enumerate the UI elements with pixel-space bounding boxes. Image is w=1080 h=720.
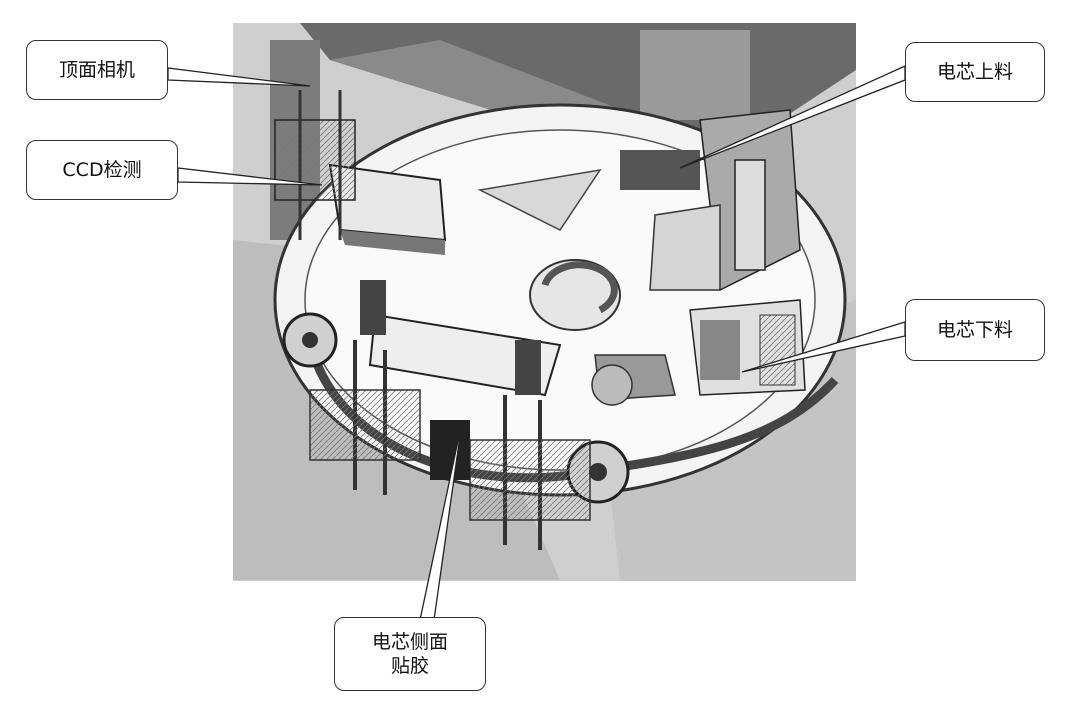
unloading-station bbox=[689, 299, 806, 396]
label-cell-side-taping-line2: 贴胶 bbox=[390, 655, 429, 677]
label-cell-unloading: 电芯下料 bbox=[905, 299, 1045, 361]
ccd-module bbox=[274, 90, 447, 255]
label-cell-loading: 电芯上料 bbox=[905, 42, 1045, 102]
label-top-camera: 顶面相机 bbox=[26, 40, 168, 100]
leader-lines bbox=[167, 64, 906, 621]
side-taping-station bbox=[309, 280, 591, 550]
leader-ccd bbox=[177, 167, 323, 186]
loading-station bbox=[620, 109, 801, 292]
leader-top-camera bbox=[167, 67, 311, 87]
machine-rendering bbox=[233, 23, 856, 581]
label-cell-side-taping-line1: 电芯侧面 bbox=[371, 631, 448, 653]
label-ccd-inspection: CCD检测 bbox=[26, 140, 178, 200]
label-cell-side-taping: 电芯侧面 贴胶 bbox=[334, 617, 486, 691]
